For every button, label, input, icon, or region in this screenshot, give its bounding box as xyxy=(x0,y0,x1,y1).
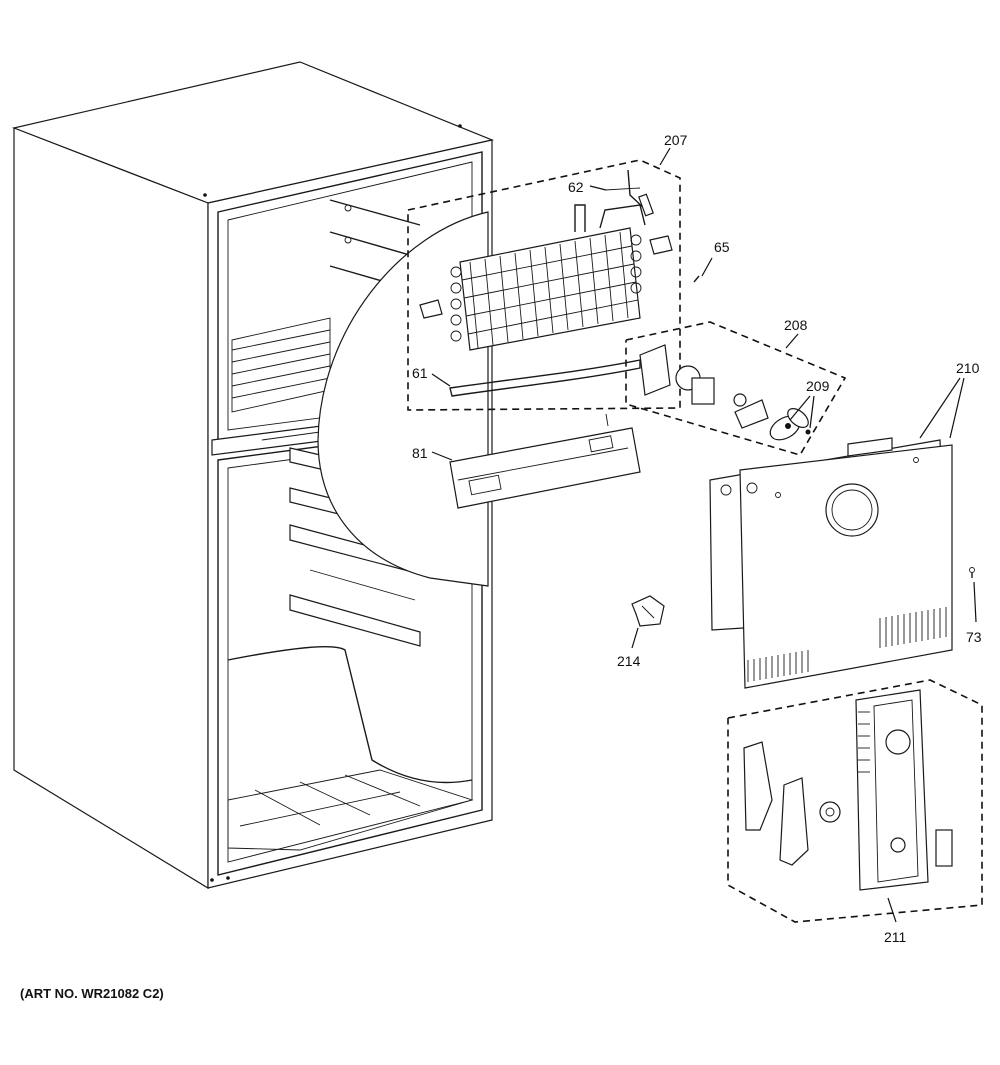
callout-207: 207 xyxy=(664,132,688,148)
magnify-bubble xyxy=(317,211,489,587)
callout-214: 214 xyxy=(617,653,641,669)
control-assembly-211 xyxy=(727,679,983,923)
screw-73 xyxy=(969,567,975,578)
callout-62: 62 xyxy=(568,179,584,195)
callout-73: 73 xyxy=(966,629,982,645)
callout-65: 65 xyxy=(714,239,730,255)
art-number-caption: (ART NO. WR21082 C2) xyxy=(20,986,164,1001)
leader-lines xyxy=(431,147,977,923)
evaporator-cover-210 xyxy=(709,437,953,689)
clip-214 xyxy=(631,595,665,627)
callout-210: 210 xyxy=(956,360,980,376)
thermostat-62 xyxy=(604,187,654,217)
callout-81: 81 xyxy=(412,445,428,461)
defrost-heater xyxy=(449,359,641,397)
callout-labels: 207 62 65 208 209 210 61 81 73 214 211 xyxy=(412,132,982,945)
callout-61: 61 xyxy=(412,365,428,381)
fan-blade xyxy=(769,408,809,441)
duct-cover-81 xyxy=(449,413,641,509)
callout-211: 211 xyxy=(884,929,907,945)
fan-motor-assembly xyxy=(625,321,847,456)
callout-209: 209 xyxy=(806,378,830,394)
callout-208: 208 xyxy=(784,317,808,333)
screw-65 xyxy=(693,275,700,283)
evaporator-assembly xyxy=(407,159,681,411)
